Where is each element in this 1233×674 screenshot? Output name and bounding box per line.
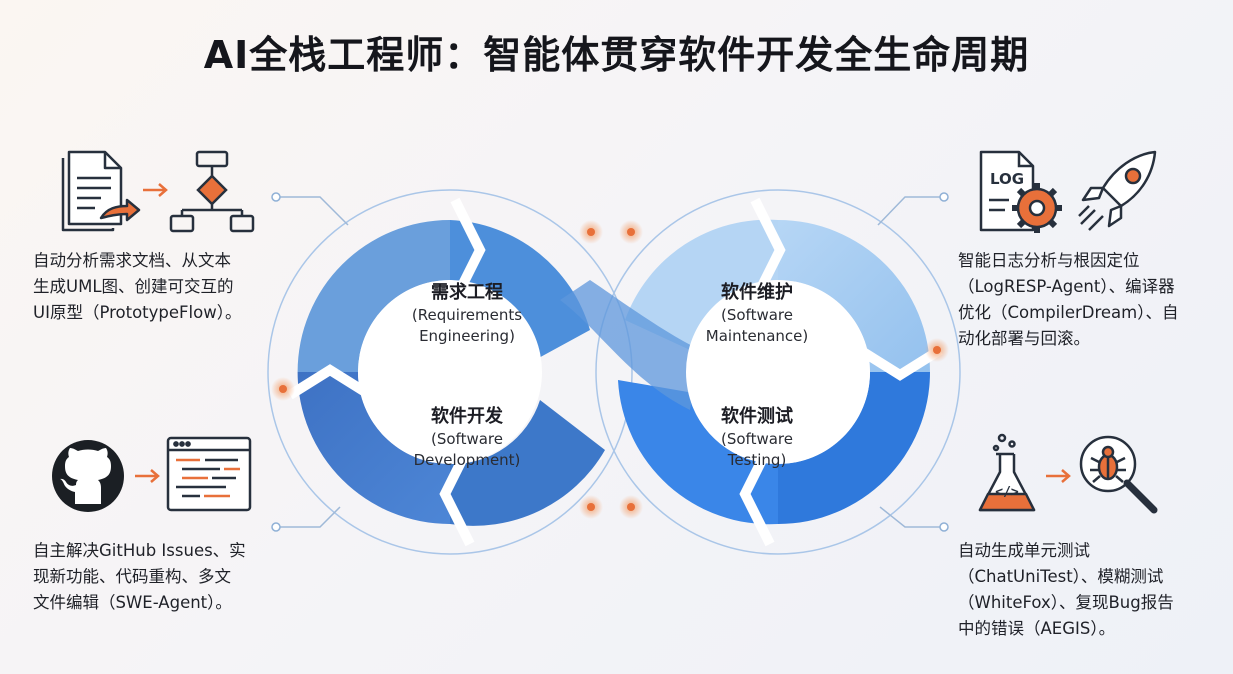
maintenance-description: 智能日志分析与根因定位 （LogRESP-Agent）、编译器 优化（Compi…: [958, 248, 1203, 352]
bug-magnifier-icon: [1079, 435, 1158, 514]
label-testing-en2: Testing): [727, 451, 787, 469]
segment-maintenance[interactable]: [625, 219, 778, 350]
desc-line: 自动生成单元测试: [958, 541, 1090, 560]
label-maintenance-en2: Maintenance): [706, 327, 808, 345]
flowchart-icon: [169, 150, 255, 233]
right-outer-ring: [595, 189, 961, 555]
crossing-band: [560, 280, 700, 410]
testing-description: 自动生成单元测试 （ChatUniTest）、模糊测试 （WhiteFox）、复…: [958, 538, 1203, 642]
maintenance-icon-group: LOG: [979, 150, 1157, 233]
desc-line: （WhiteFox）、复现Bug报告: [958, 593, 1174, 612]
desc-line: 中的错误（AEGIS）。: [958, 619, 1116, 638]
desc-line: 自动分析需求文档、从文本: [33, 251, 231, 270]
arrow-icon: [135, 469, 160, 483]
left-inner-disk: [358, 280, 542, 464]
segment-development-right[interactable]: [450, 400, 605, 526]
desc-line: 现新功能、代码重构、多文: [33, 567, 231, 586]
desc-line: （ChatUniTest）、模糊测试: [958, 567, 1164, 586]
label-development-en2: Development): [414, 451, 521, 469]
development-description: 自主解决GitHub Issues、实 现新功能、代码重构、多文 文件编辑（SW…: [33, 538, 278, 616]
rocket-icon: [1078, 150, 1157, 231]
log-gear-icon: LOG: [979, 150, 1062, 233]
right-inner-disk: [686, 280, 870, 464]
label-maintenance-en1: (Software: [721, 306, 793, 324]
segment-testing[interactable]: [618, 380, 778, 525]
connector-dots: [271, 192, 949, 532]
segment-development[interactable]: [297, 372, 450, 525]
connector-lines: [276, 196, 944, 528]
arrow-icon: [143, 183, 168, 197]
segment-maintenance-right[interactable]: [778, 220, 930, 372]
glow-nodes: [271, 220, 949, 519]
document-icon: [61, 150, 141, 232]
code-tag-label: </>: [995, 485, 1019, 500]
code-editor-icon: [166, 436, 252, 512]
label-testing-en1: (Software: [721, 430, 793, 448]
left-outer-ring: [267, 189, 633, 555]
requirements-icon-group: [61, 150, 255, 233]
github-icon: [52, 440, 124, 512]
testing-icon-group: </>: [978, 433, 1158, 514]
flask-code-icon: </>: [978, 433, 1036, 512]
desc-line: 智能日志分析与根因定位: [958, 251, 1140, 270]
label-testing-title: 软件测试: [721, 405, 793, 427]
arrow-notch-right: [857, 345, 943, 381]
label-development-title: 软件开发: [431, 405, 504, 427]
log-label: LOG: [990, 170, 1024, 188]
arrow-notch-left: [287, 364, 373, 400]
desc-line: 自主解决GitHub Issues、实: [33, 541, 246, 560]
page-title: AI全栈工程师：智能体贯穿软件开发全生命周期: [203, 33, 1030, 77]
development-icon-group: [52, 436, 252, 512]
desc-line: （LogRESP-Agent）、编译器: [958, 277, 1175, 296]
arrow-icon: [1046, 469, 1071, 483]
segment-requirements[interactable]: [297, 219, 450, 372]
label-requirements-title: 需求工程: [431, 281, 503, 303]
label-development-en1: (Software: [431, 430, 503, 448]
desc-line: 优化（CompilerDream）、自: [958, 303, 1179, 322]
desc-line: 文件编辑（SWE-Agent）。: [33, 593, 232, 612]
desc-line: UI原型（PrototypeFlow）。: [33, 303, 242, 322]
requirements-description: 自动分析需求文档、从文本 生成UML图、创建可交互的 UI原型（Prototyp…: [33, 248, 273, 326]
segment-requirements-right[interactable]: [450, 220, 590, 360]
desc-line: 生成UML图、创建可交互的: [33, 277, 234, 296]
label-requirements-en2: Engineering): [419, 327, 515, 345]
desc-line: 动化部署与回滚。: [958, 329, 1090, 348]
segment-testing-right[interactable]: [778, 372, 930, 524]
label-requirements-en1: (Requirements: [412, 306, 522, 324]
label-maintenance-title: 软件维护: [721, 281, 793, 303]
